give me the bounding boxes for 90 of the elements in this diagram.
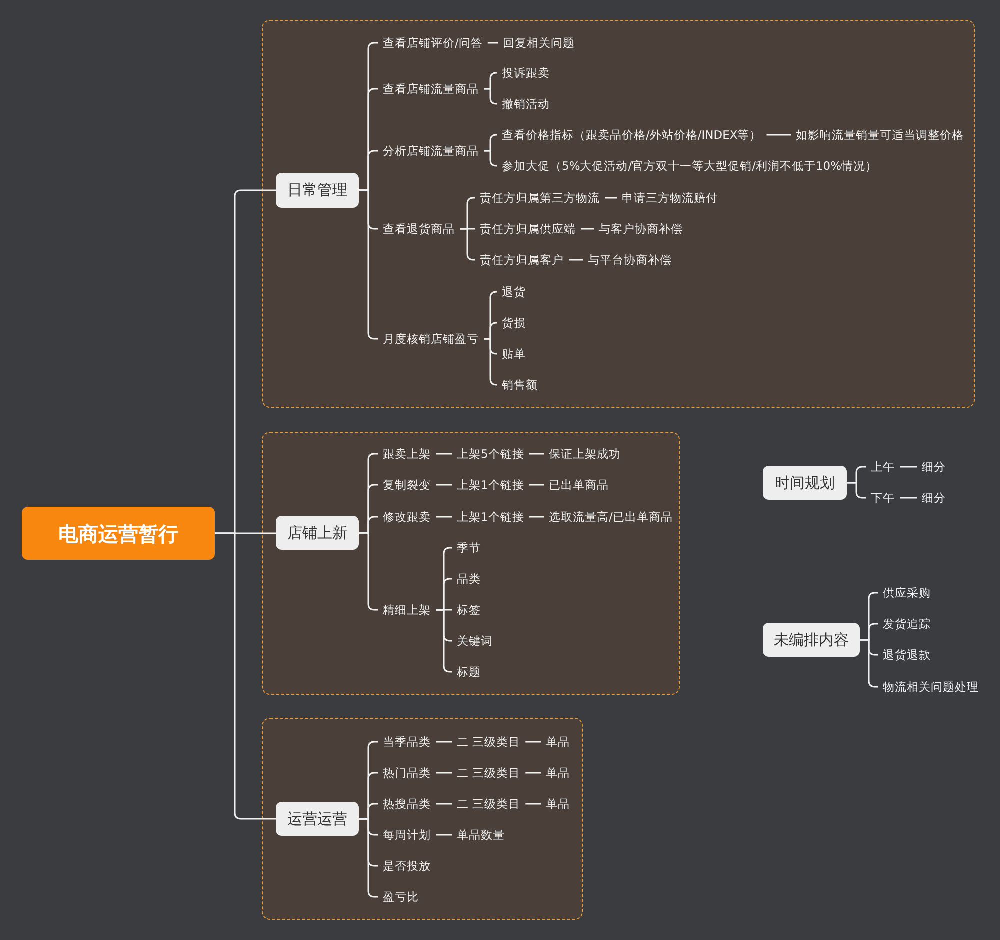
topic-text: 月度核销店铺盈亏	[378, 331, 484, 347]
group-frame	[262, 718, 583, 920]
connector-line	[436, 516, 452, 518]
topic-text: 退货退款	[878, 647, 936, 663]
topic-text: 如影响流量销量可适当调整价格	[791, 127, 969, 143]
connector-line	[488, 42, 498, 44]
topic-text: 查看店铺流量商品	[378, 81, 484, 97]
topic-text: 季节	[452, 540, 486, 556]
topic-text: 分析店铺流量商品	[378, 143, 484, 159]
connector-line	[569, 259, 583, 261]
topic-text: 单品	[541, 765, 575, 781]
topic-text: 复制裂变	[378, 477, 436, 493]
topic-box: 店铺上新	[276, 516, 359, 550]
topic-text: 销售额	[497, 377, 543, 393]
connector-line	[605, 197, 617, 199]
topic-text: 保证上架成功	[544, 446, 626, 462]
topic-text: 与平台协商补偿	[583, 252, 677, 268]
topic-text: 申请三方物流赔付	[617, 190, 723, 206]
connector-line	[526, 803, 541, 805]
topic-text: 查看店铺评价/问答	[378, 35, 488, 51]
topic-text: 盈亏比	[378, 889, 424, 905]
topic-text: 贴单	[497, 346, 531, 362]
topic-text: 责任方归属第三方物流	[475, 190, 605, 206]
connector-line	[900, 497, 917, 499]
topic-text: 查看价格指标（跟卖品价格/外站价格/INDEX等）	[497, 127, 767, 143]
connector-line	[436, 484, 452, 486]
group-frame	[262, 432, 680, 695]
topic-text: 责任方归属客户	[475, 252, 569, 268]
connector-line	[436, 834, 452, 836]
topic-text: 选取流量高/已出单商品	[544, 509, 678, 525]
topic-text: 标题	[452, 664, 486, 680]
connector-line	[529, 516, 544, 518]
topic-text: 撤销活动	[497, 96, 555, 112]
topic-text: 二 三级类目	[452, 765, 526, 781]
connector-line	[215, 532, 276, 820]
topic-text: 参加大促（5%大促活动/官方双十一等大型促销/利润不低于10%情况）	[497, 158, 883, 174]
topic-text: 跟卖上架	[378, 446, 436, 462]
connector-line	[484, 150, 498, 167]
connector-line	[436, 741, 452, 743]
connector-line	[529, 453, 544, 455]
topic-text: 每周计划	[378, 827, 436, 843]
topic-text: 二 三级类目	[452, 734, 526, 750]
connector-line	[529, 484, 544, 486]
topic-text: 修改跟卖	[378, 509, 436, 525]
topic-text: 与客户协商补偿	[594, 221, 688, 237]
topic-text: 责任方归属供应端	[475, 221, 581, 237]
connector-line	[436, 453, 452, 455]
topic-text: 是否投放	[378, 858, 436, 874]
topic-text: 当季品类	[378, 734, 436, 750]
topic-box: 运营运营	[276, 802, 359, 836]
topic-box: 日常管理	[276, 173, 359, 208]
topic-box: 未编排内容	[763, 623, 860, 657]
connector-line	[847, 482, 866, 499]
topic-text: 上架1个链接	[452, 477, 530, 493]
topic-text: 下午	[866, 490, 900, 506]
topic-text: 回复相关问题	[498, 35, 580, 51]
topic-text: 品类	[452, 571, 486, 587]
root-topic: 电商运营暂行	[22, 507, 215, 560]
topic-text: 货损	[497, 315, 531, 331]
topic-text: 发货追踪	[878, 616, 936, 632]
topic-text: 标签	[452, 602, 486, 618]
topic-text: 退货	[497, 284, 531, 300]
topic-text: 已出单商品	[544, 477, 614, 493]
connector-line	[900, 466, 917, 468]
topic-text: 上架5个链接	[452, 446, 530, 462]
topic-text: 单品数量	[452, 827, 510, 843]
connector-line	[581, 228, 594, 230]
topic-text: 细分	[917, 490, 951, 506]
topic-text: 细分	[917, 459, 951, 475]
connector-line	[766, 134, 791, 136]
topic-text: 热门品类	[378, 765, 436, 781]
topic-text: 单品	[541, 734, 575, 750]
topic-text: 查看退货商品	[378, 221, 460, 237]
topic-text: 上午	[866, 459, 900, 475]
connector-line	[526, 772, 541, 774]
group-frame	[262, 20, 975, 408]
connector-line	[526, 741, 541, 743]
topic-text: 上架1个链接	[452, 509, 530, 525]
topic-text: 物流相关问题处理	[878, 679, 984, 695]
connector-line	[436, 772, 452, 774]
connector-line	[484, 88, 498, 105]
topic-text: 热搜品类	[378, 796, 436, 812]
topic-text: 供应采购	[878, 585, 936, 601]
topic-box: 时间规划	[763, 466, 847, 500]
topic-text: 精细上架	[378, 602, 436, 618]
topic-text: 二 三级类目	[452, 796, 526, 812]
topic-text: 投诉跟卖	[497, 65, 555, 81]
topic-text: 单品	[541, 796, 575, 812]
connector-line	[436, 803, 452, 805]
topic-text: 关键词	[452, 633, 498, 649]
